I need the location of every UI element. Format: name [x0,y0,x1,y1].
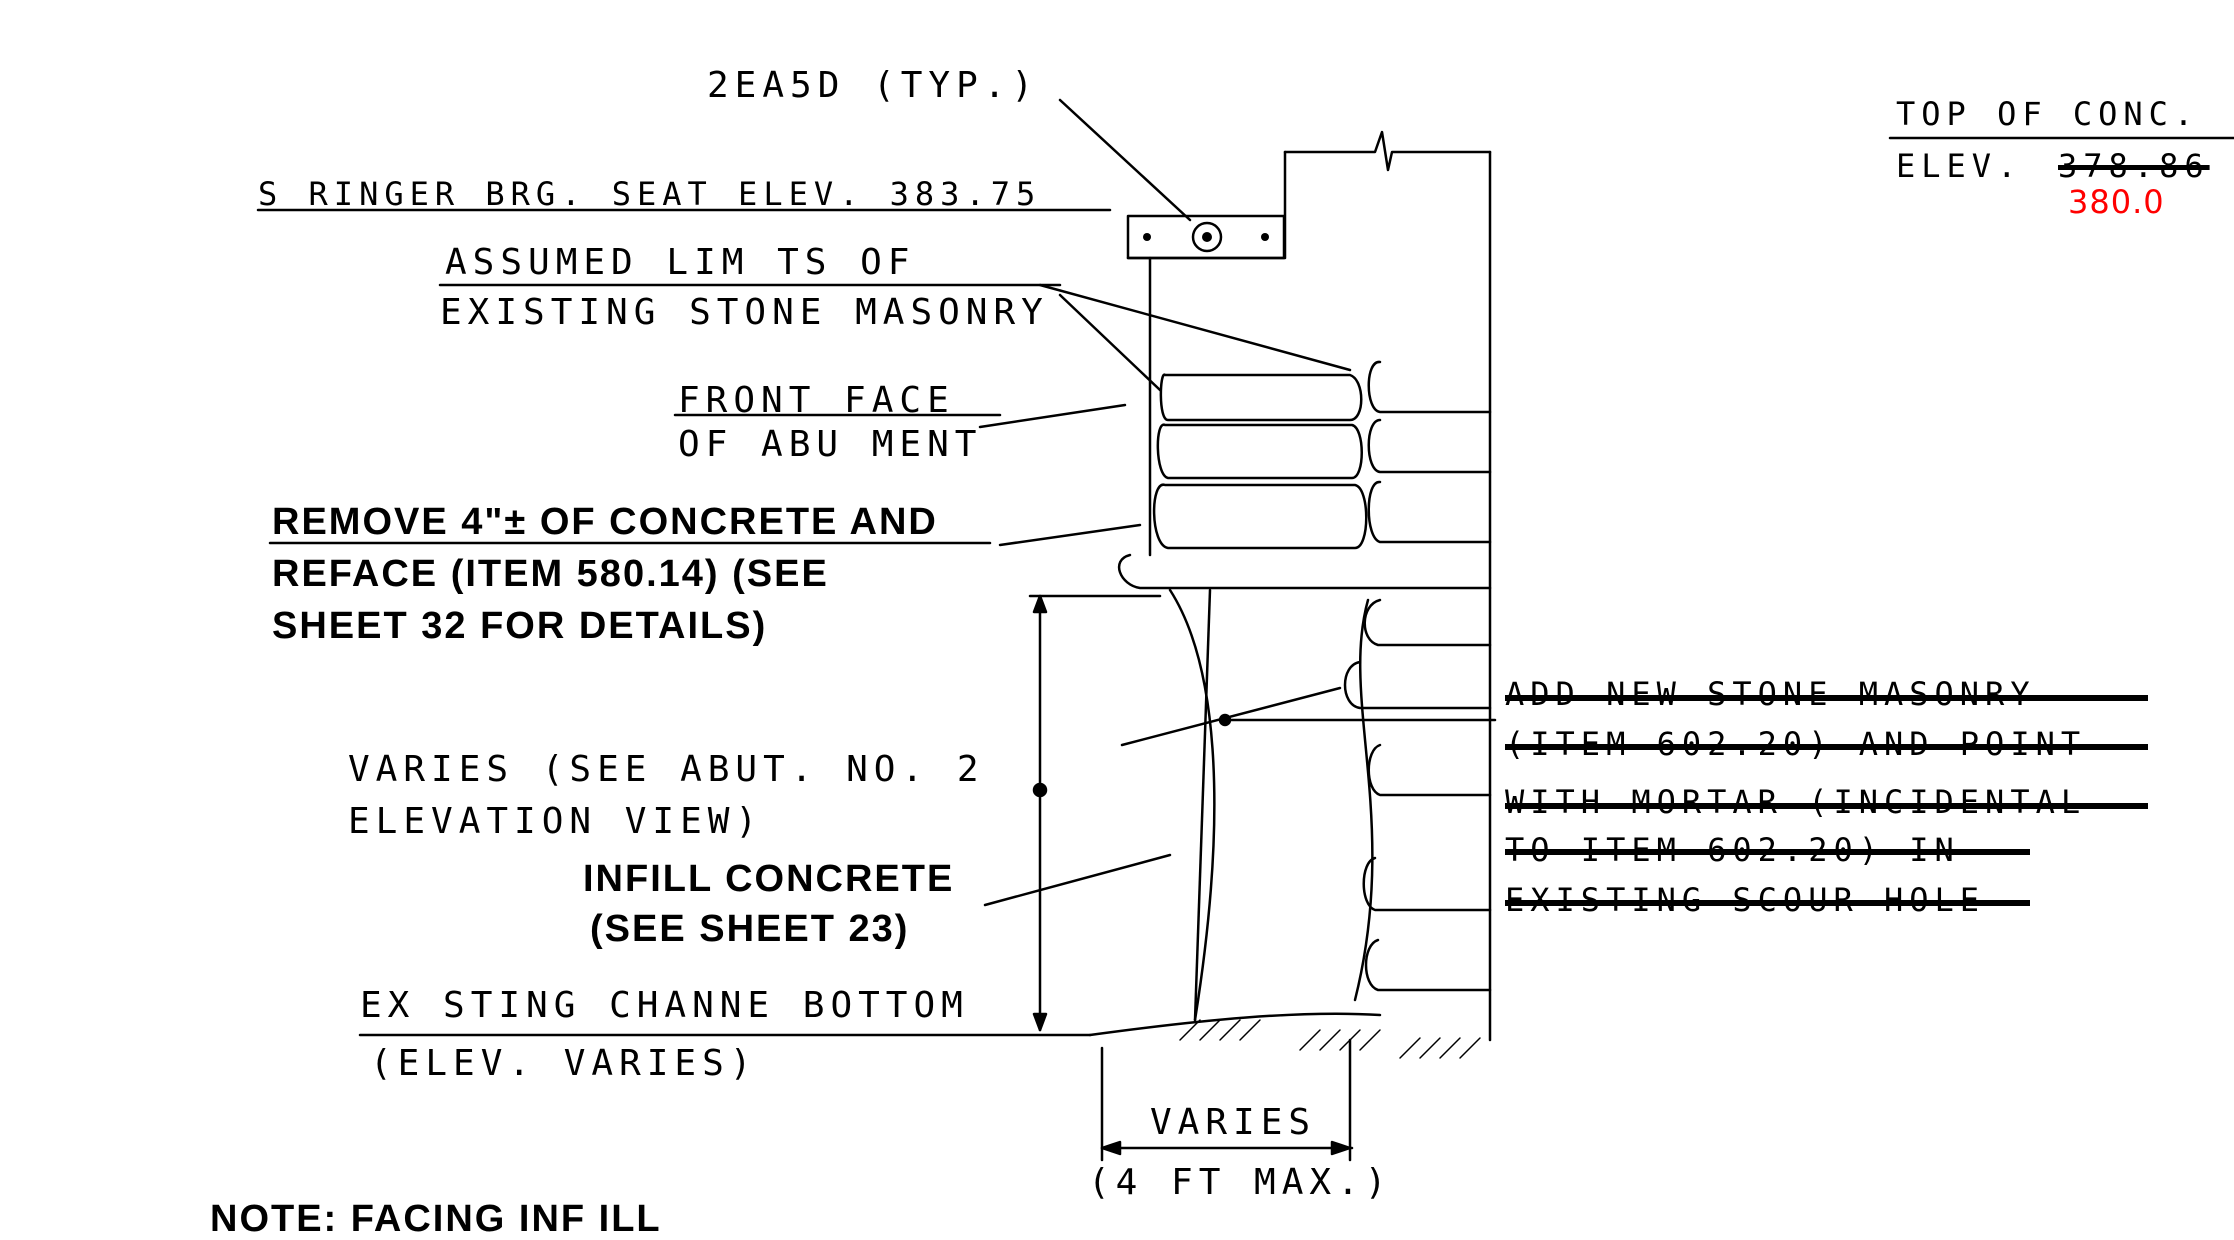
leader-remove [998,523,1142,547]
old-elevation-value: 378.86 [2058,147,2210,185]
channel-bottom-label-2: (ELEV. VARIES) [370,1043,758,1084]
bearing-seat-step [1126,150,1287,260]
remove-label-1: REMOVE 4"± OF CONCRETE AND [272,501,938,543]
channel-bed [1088,1012,1382,1037]
stone-8 [1363,598,1492,647]
abutment-section-drawing [256,98,2234,1162]
leader-infill [983,853,1172,907]
struck-note-2: (ITEM 602.20) AND POINT [1505,725,2087,763]
stone-5 [1367,418,1492,474]
leader-anchor [1058,98,1192,222]
varies-label-2: ELEVATION VIEW) [348,801,764,842]
stone-4 [1367,360,1492,414]
stringer-seat-label: S RINGER BRG. SEAT ELEV. 383.75 [258,175,1042,213]
stone-2 [1156,423,1363,480]
front-face-label-2: OF ABU MENT [678,424,983,465]
struck-note-1: ADD NEW STONE MASONRY [1505,675,2036,713]
channel-bottom-label-1: EX STING CHANNE BOTTOM [360,985,969,1026]
ground-hatch [1179,1019,1481,1059]
struck-note-3: WITH MORTAR (INCIDENTAL [1505,783,2087,821]
stone-1 [1159,373,1363,422]
stone-10 [1367,743,1492,797]
stone-3 [1152,483,1368,550]
leader-scour [1120,686,1342,747]
struck-note-4: TO ITEM 602.20) IN [1505,831,1960,869]
infill-label-1: INFILL CONCRETE [583,858,955,900]
bottom-varies-label: VARIES [1150,1102,1317,1143]
max-note-label: (4 FT MAX.) [1088,1162,1393,1203]
stone-7 [1118,553,1492,590]
stone-9 [1343,660,1492,710]
infill-label-2: (SEE SHEET 23) [590,908,910,950]
infill-left-boundary [1168,588,1216,1022]
leader-stone-2 [1058,293,1162,392]
anchor-bolts-label: 2EA5D (TYP.) [707,65,1040,106]
scour-boundary [1353,598,1374,1002]
top-of-concrete-label: TOP OF CONC. [1896,95,2200,133]
front-face-label-1: FRONT FACE [678,380,955,421]
struck-note-5: EXISTING SCOUR HOLE [1505,881,1986,919]
stone-11 [1362,856,1492,912]
partial-note-label: NOTE: FACING INF ILL [210,1198,662,1240]
stone-6 [1367,480,1492,544]
remove-label-3: SHEET 32 FOR DETAILS) [272,605,768,647]
revised-elevation-value: 380.0 [2068,183,2165,221]
remove-label-2: REFACE (ITEM 580.14) (SEE [272,553,829,595]
stone-limits-label-1: ASSUMED LIM TS OF [445,242,916,283]
leader-front-face [978,403,1127,429]
leader-stone-1 [1038,283,1352,372]
stone-12 [1364,938,1492,992]
bearing-plate [1126,214,1286,260]
varies-label-1: VARIES (SEE ABUT. NO. 2 [348,749,985,790]
stone-limits-label-2: EXISTING STONE MASONRY [440,292,1049,333]
top-of-concrete-line [1283,130,1492,172]
elev-label: ELEV. [1896,147,2023,185]
